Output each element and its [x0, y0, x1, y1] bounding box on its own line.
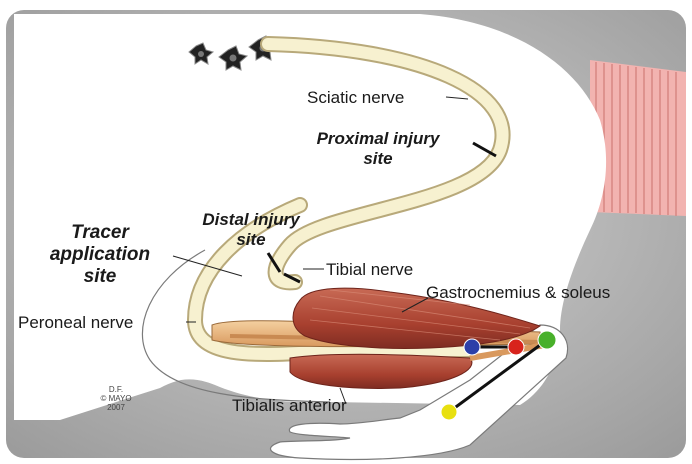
distal-injury-label-1: Distal injury [202, 210, 301, 229]
sciatic-nerve-label: Sciatic nerve [307, 88, 404, 107]
tracer-label-1: Tracer [71, 222, 130, 243]
yellow-marker [441, 404, 457, 420]
red-marker [508, 339, 524, 355]
proximal-injury-label-1: Proximal injury [317, 129, 441, 148]
tracer-label-3: site [84, 266, 117, 287]
gastrocnemius-label: Gastrocnemius & soleus [426, 283, 610, 302]
tracer-label-2: application [50, 244, 150, 265]
credit-line-2: © MAYO [100, 394, 131, 403]
blue-marker [464, 339, 480, 355]
credit-line-1: D.F. [109, 385, 123, 394]
green-marker [538, 331, 556, 349]
tibialis-anterior-label: Tibialis anterior [232, 396, 347, 415]
credit-line-3: 2007 [107, 403, 125, 412]
proximal-injury-label-2: site [363, 149, 392, 168]
peroneal-nerve-label: Peroneal nerve [18, 313, 133, 332]
tibial-nerve-label: Tibial nerve [326, 260, 413, 279]
distal-injury-label-2: site [236, 230, 265, 249]
tail [590, 60, 686, 216]
